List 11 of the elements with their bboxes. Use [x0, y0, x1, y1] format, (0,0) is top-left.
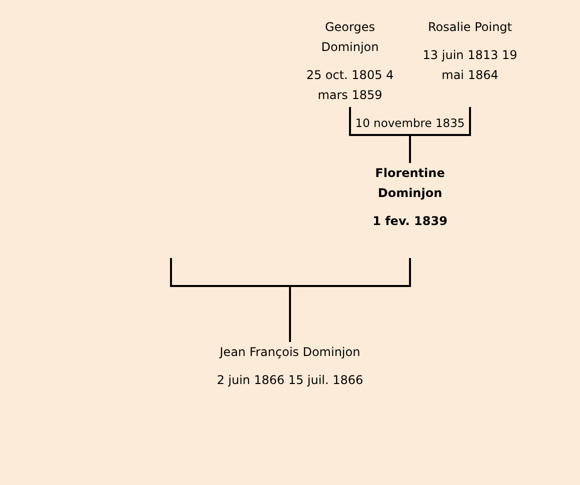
life-dates: 13 juin 1813 19 mai 1864: [422, 47, 518, 84]
life-dates: 2 juin 1866 15 juil. 1866: [216, 372, 364, 389]
person-name: Jean François Dominjon: [218, 344, 362, 361]
person-name: Georges Dominjon: [320, 19, 380, 56]
person-name: Rosalie Poingt: [426, 19, 514, 36]
life-dates: 1 fev. 1839: [372, 213, 448, 230]
marriage-date: 10 novembre 1835: [355, 115, 465, 131]
family-line: [170, 258, 291, 342]
life-dates: 25 oct. 1805 4 mars 1859: [305, 67, 395, 104]
family-line: [409, 107, 471, 163]
person-name: Florentine Dominjon: [374, 165, 446, 202]
